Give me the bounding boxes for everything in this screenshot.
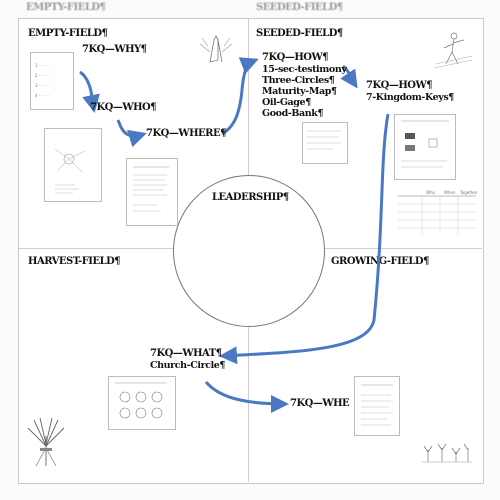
seedlings-icon: [422, 443, 472, 463]
how-1-list: 15-sec-testimony Three-Circles¶ Maturity…: [262, 64, 347, 119]
how-1-item: 15-sec-testimony: [262, 64, 347, 75]
leadership-label: LEADERSHIP¶: [212, 192, 289, 203]
table-col-who: Who: [426, 190, 435, 195]
step-where: 7KQ—WHERE¶: [146, 128, 226, 139]
seeded-field-title: SEEDED-FIELD¶: [256, 28, 343, 39]
table-col-when: When: [444, 190, 456, 195]
worksheet-where: [126, 158, 178, 226]
worksheet-why: 1 · · · · · 2 · · · · · 3 · · · · · 4 · …: [30, 52, 74, 110]
how-1-item: Three-Circles¶: [262, 75, 335, 86]
church-circle-sketch: [115, 382, 167, 419]
growing-field-title: GROWING-FIELD¶: [331, 256, 429, 267]
how-a-lines: [307, 130, 341, 150]
step-who: 7KQ—WHO¶: [90, 102, 157, 113]
worksheet-kingdom-keys: [394, 114, 456, 180]
sower-icon: [433, 32, 473, 69]
worksheet-when: [354, 376, 400, 436]
how-2-list: 7-Kingdom-Keys¶: [366, 92, 454, 103]
table-grid: [398, 195, 476, 234]
what-list: Church-Circle¶: [150, 360, 225, 371]
wheat-sheaf-icon: [27, 417, 65, 467]
step-how-2: 7KQ—HOW¶: [366, 80, 433, 91]
table-col-together: Together: [460, 190, 478, 195]
where-list-sketch: [133, 166, 169, 212]
when-lines: [361, 384, 393, 426]
who-when-table: Who When Together: [396, 188, 478, 236]
worksheet-church-circle: [108, 376, 176, 430]
what-item: Church-Circle¶: [150, 360, 226, 371]
empty-field-title: EMPTY-FIELD¶: [28, 28, 108, 39]
how-1-item: Good-Bank¶: [262, 108, 324, 119]
harvest-field-title: HARVEST-FIELD¶: [28, 256, 121, 267]
worksheet-how-a: [302, 122, 348, 164]
praying-hands-icon: [199, 35, 233, 63]
mindmap-sketch: [54, 148, 86, 194]
how-2-item: 7-Kingdom-Keys¶: [366, 92, 454, 103]
kingdom-keys-sketch: [401, 120, 449, 168]
ghost-label-empty: EMPTY-FIELD¶: [26, 2, 106, 13]
step-what: 7KQ—WHAT¶: [150, 348, 222, 359]
step-why: 7KQ—WHY¶: [82, 44, 147, 55]
step-when: 7KQ—WHE: [290, 398, 350, 409]
how-1-item: Oil-Gage¶: [262, 97, 311, 108]
worksheet-who: [44, 128, 102, 202]
ghost-label-seeded: SEEDED-FIELD¶: [256, 2, 343, 13]
how-1-item: Maturity-Map¶: [262, 86, 337, 97]
step-how-1: 7KQ—HOW¶: [262, 52, 329, 63]
